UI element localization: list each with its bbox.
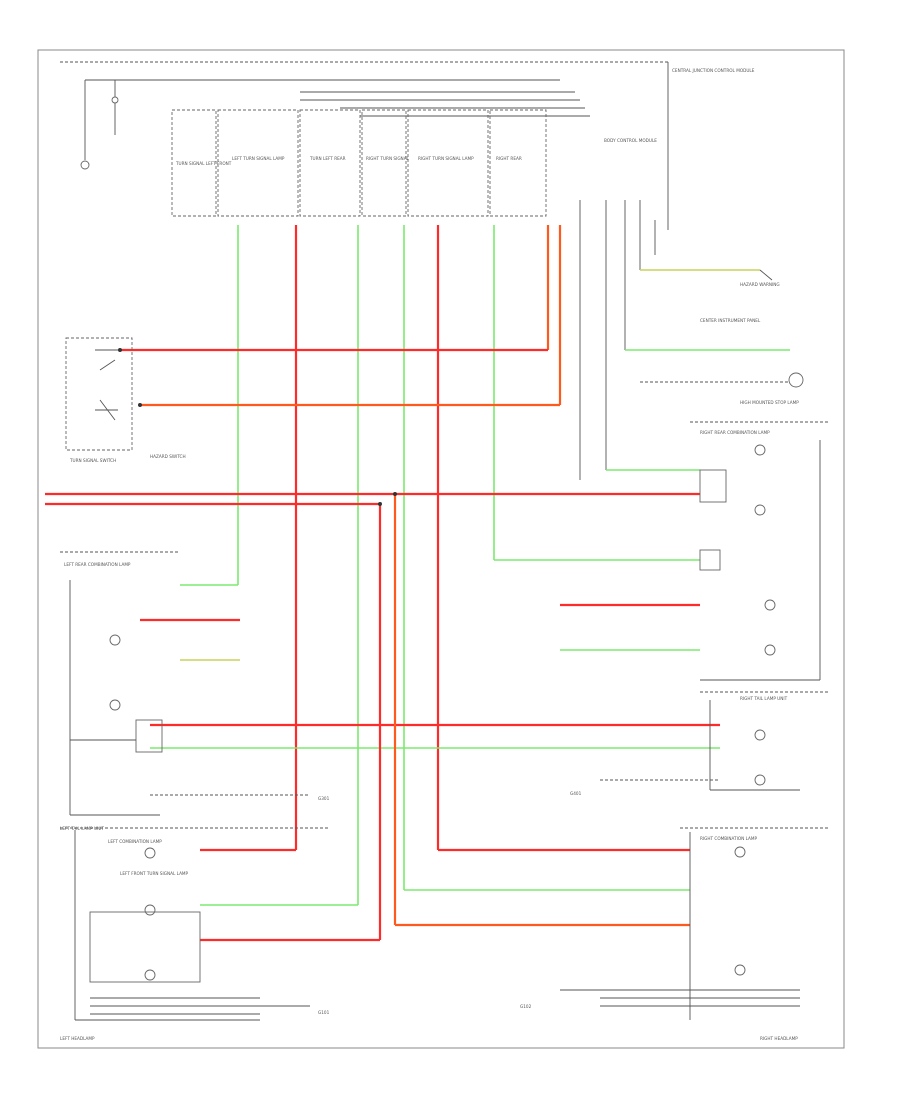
module-block-m5 xyxy=(407,109,489,217)
center-instrument-label: CENTER INSTRUMENT PANEL xyxy=(700,318,761,323)
hazard-switch-label: HAZARD SWITCH xyxy=(150,454,186,459)
right-tail-lamp-unit-label: RIGHT TAIL LAMP UNIT xyxy=(740,696,788,701)
left-tail-lamp-unit-label: LEFT TAIL LAMP UNIT xyxy=(60,826,104,831)
right-tail-section xyxy=(700,691,830,791)
module-block-m1 xyxy=(171,109,217,217)
left-combination-lamp-label: LEFT COMBINATION LAMP xyxy=(108,839,162,844)
module-blocks: TURN SIGNAL LEFT FRONT LEFT TURN SIGNAL … xyxy=(171,109,547,217)
ground-label-g1: G301 xyxy=(318,796,330,801)
module-label-m2: LEFT TURN SIGNAL LAMP xyxy=(232,156,285,161)
vertical-wires xyxy=(237,200,656,905)
right-top-components xyxy=(759,269,804,388)
module-label-m3: TURN LEFT REAR xyxy=(309,156,346,161)
left-rear-section xyxy=(60,551,180,816)
header-bus xyxy=(60,61,668,117)
module-label-m6: RIGHT REAR xyxy=(496,156,522,161)
left-rear-combination-label: LEFT REAR COMBINATION LAMP xyxy=(64,562,131,567)
combination-switch-label: TURN SIGNAL SWITCH xyxy=(69,458,116,463)
right-rear-combination-label: RIGHT REAR COMBINATION LAMP xyxy=(700,430,770,435)
high-mounted-label: HIGH MOUNTED STOP LAMP xyxy=(740,400,799,405)
left-headlamp-label: LEFT HEADLAMP xyxy=(60,1036,95,1041)
top-left-components xyxy=(80,80,119,170)
right-combination-lamp-label: RIGHT COMBINATION LAMP xyxy=(700,836,757,841)
module-block-m4 xyxy=(361,109,407,217)
right-headlamp-label: RIGHT HEADLAMP xyxy=(760,1036,798,1041)
right-headlamp-section xyxy=(680,827,830,1020)
central-junction-label: CENTRAL JUNCTION CONTROL MODULE xyxy=(672,68,755,73)
ground-label-g2: G401 xyxy=(570,791,582,796)
module-label-m5: RIGHT TURN SIGNAL LAMP xyxy=(418,156,474,161)
ground-label-g4: G102 xyxy=(520,1004,532,1009)
module-label-m1: TURN SIGNAL LEFT FRONT xyxy=(175,161,232,166)
module-block-m3 xyxy=(299,109,361,217)
left-headlamp-section xyxy=(60,827,330,1021)
combination-switch xyxy=(65,337,142,451)
left-front-turn-label: LEFT FRONT TURN SIGNAL LAMP xyxy=(120,871,189,876)
module-block-m6 xyxy=(489,109,547,217)
hazard-warning-label: HAZARD WARNING xyxy=(740,282,780,287)
module-block-m2 xyxy=(217,109,299,217)
diagram-frame xyxy=(37,49,845,1049)
ground-label-g3: G101 xyxy=(318,1010,330,1015)
center-wires xyxy=(378,492,397,940)
module-label-m4: RIGHT TURN SIGNAL xyxy=(366,156,410,161)
horizontal-wires xyxy=(45,269,800,1015)
body-control-label: BODY CONTROL MODULE xyxy=(604,138,657,143)
right-rear-section xyxy=(690,421,830,681)
